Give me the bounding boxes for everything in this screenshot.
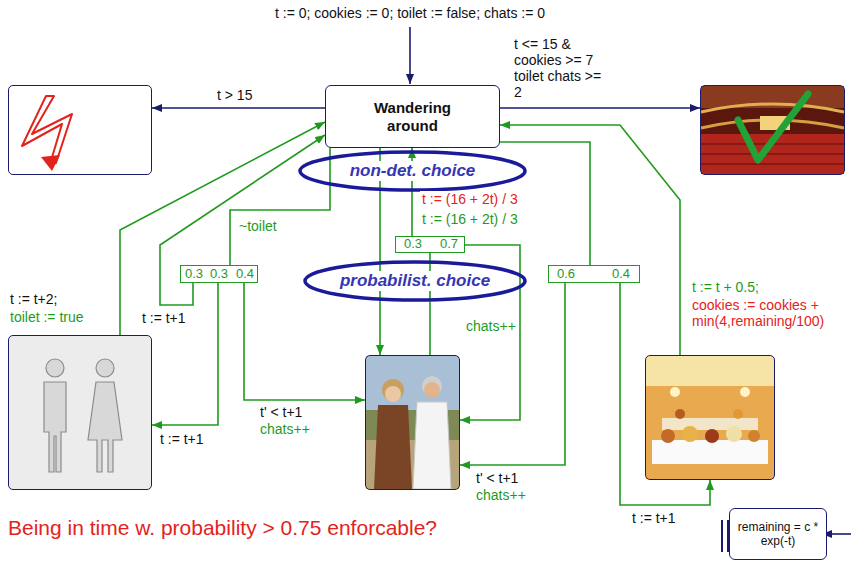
transition-arrow <box>500 125 680 355</box>
edge-label: chats++ <box>464 318 518 334</box>
table <box>652 440 768 464</box>
probability: 0.3 <box>210 266 228 281</box>
ellipse-shape <box>300 152 525 190</box>
probability: 0.7 <box>440 237 458 251</box>
caption: Being in time w. probability > 0.75 enfo… <box>6 516 439 540</box>
balcony-rail <box>701 104 844 112</box>
picture-box <box>8 85 152 175</box>
lightning-symbol <box>22 96 72 164</box>
edge-label: ~toilet <box>237 218 279 234</box>
state-box: remaining = c * exp(-t) <box>729 508 827 560</box>
food <box>733 409 743 419</box>
buffet-ground <box>646 356 774 479</box>
picture-box <box>700 85 845 175</box>
toilet-ground <box>9 336 151 489</box>
choice-label: non-det. choice <box>347 161 479 181</box>
annotation: chats++ <box>258 421 312 437</box>
transition-arrow <box>120 122 325 335</box>
upper-tier <box>662 418 758 430</box>
choice-ellipse: probabilist. choice <box>305 262 525 300</box>
lightning-tip <box>41 155 60 171</box>
edge-label: t := t+1 <box>630 510 678 526</box>
woman-head <box>96 359 114 377</box>
food <box>748 430 760 442</box>
food <box>705 429 719 443</box>
food <box>726 426 742 442</box>
picture-box <box>8 335 152 490</box>
transition-arrow <box>500 107 700 109</box>
picture-box <box>365 355 460 490</box>
edge-label: t := (16 + 2t) / 3 <box>420 211 520 227</box>
start-arrow <box>409 27 411 84</box>
probability-split: 0.6 0.4 <box>548 265 640 283</box>
transition-arrow <box>460 283 565 465</box>
check-mark <box>738 94 808 160</box>
person-right <box>413 402 451 489</box>
edge-label: t' < t+1 <box>258 404 304 420</box>
edge-label: t := t+2; <box>8 291 59 307</box>
parallel-bar <box>721 520 723 552</box>
face <box>385 386 401 402</box>
probability: 0.6 <box>557 266 575 281</box>
woman-figure <box>88 382 122 472</box>
food <box>682 426 698 442</box>
person-left <box>374 405 412 489</box>
choice-ellipse: non-det. choice <box>300 152 525 190</box>
man-figure <box>44 382 66 472</box>
picture-box <box>645 355 775 480</box>
annotation: toilet := true <box>8 309 86 325</box>
lamp <box>740 387 750 397</box>
edge-label: t > 15 <box>215 87 254 103</box>
transition-arrow <box>152 283 218 425</box>
edge-label: t := t + 0.5; <box>690 279 761 295</box>
edge-label: t := t+1 <box>158 431 206 447</box>
seat-row-lines <box>701 144 844 164</box>
food <box>675 409 685 419</box>
annotation: chats++ <box>474 487 528 503</box>
man-head <box>46 359 64 377</box>
annotation: t := (16 + 2t) / 3 <box>420 191 520 207</box>
annotation: cookies := cookies + min(4,remaining/100… <box>690 297 849 329</box>
annotation: t := 0; cookies := 0; toilet := false; c… <box>273 5 547 21</box>
theatre-ground <box>701 86 844 174</box>
state-box: Wandering around <box>325 85 500 148</box>
picture-ground <box>9 86 151 174</box>
choice-label: probabilist. choice <box>337 271 493 291</box>
transition-arrow <box>244 283 365 400</box>
transition-arrow <box>429 253 431 355</box>
food <box>661 429 675 443</box>
probability-split: 0.3 0.3 0.4 <box>180 265 258 283</box>
ellipse-shape <box>305 262 525 300</box>
state-name: remaining = c * exp(-t) <box>730 520 826 549</box>
edge-label: t <= 15 & cookies >= 7 toilet chats >= 2 <box>512 36 604 100</box>
probability: 0.3 <box>185 266 203 281</box>
face <box>424 382 440 398</box>
probability-split: 0.3 0.7 <box>395 236 465 253</box>
probability: 0.4 <box>612 266 630 281</box>
transition-arrow <box>160 135 325 305</box>
probability: 0.3 <box>404 237 422 251</box>
edge-label: t' < t+1 <box>474 470 520 486</box>
transition-arrow <box>152 107 325 109</box>
ceiling <box>646 356 774 386</box>
state-name: Wandering around <box>358 99 468 135</box>
lamp <box>670 387 680 397</box>
edge-label: t := t+1 <box>140 310 188 326</box>
hair <box>382 379 404 401</box>
probability: 0.4 <box>236 266 254 281</box>
